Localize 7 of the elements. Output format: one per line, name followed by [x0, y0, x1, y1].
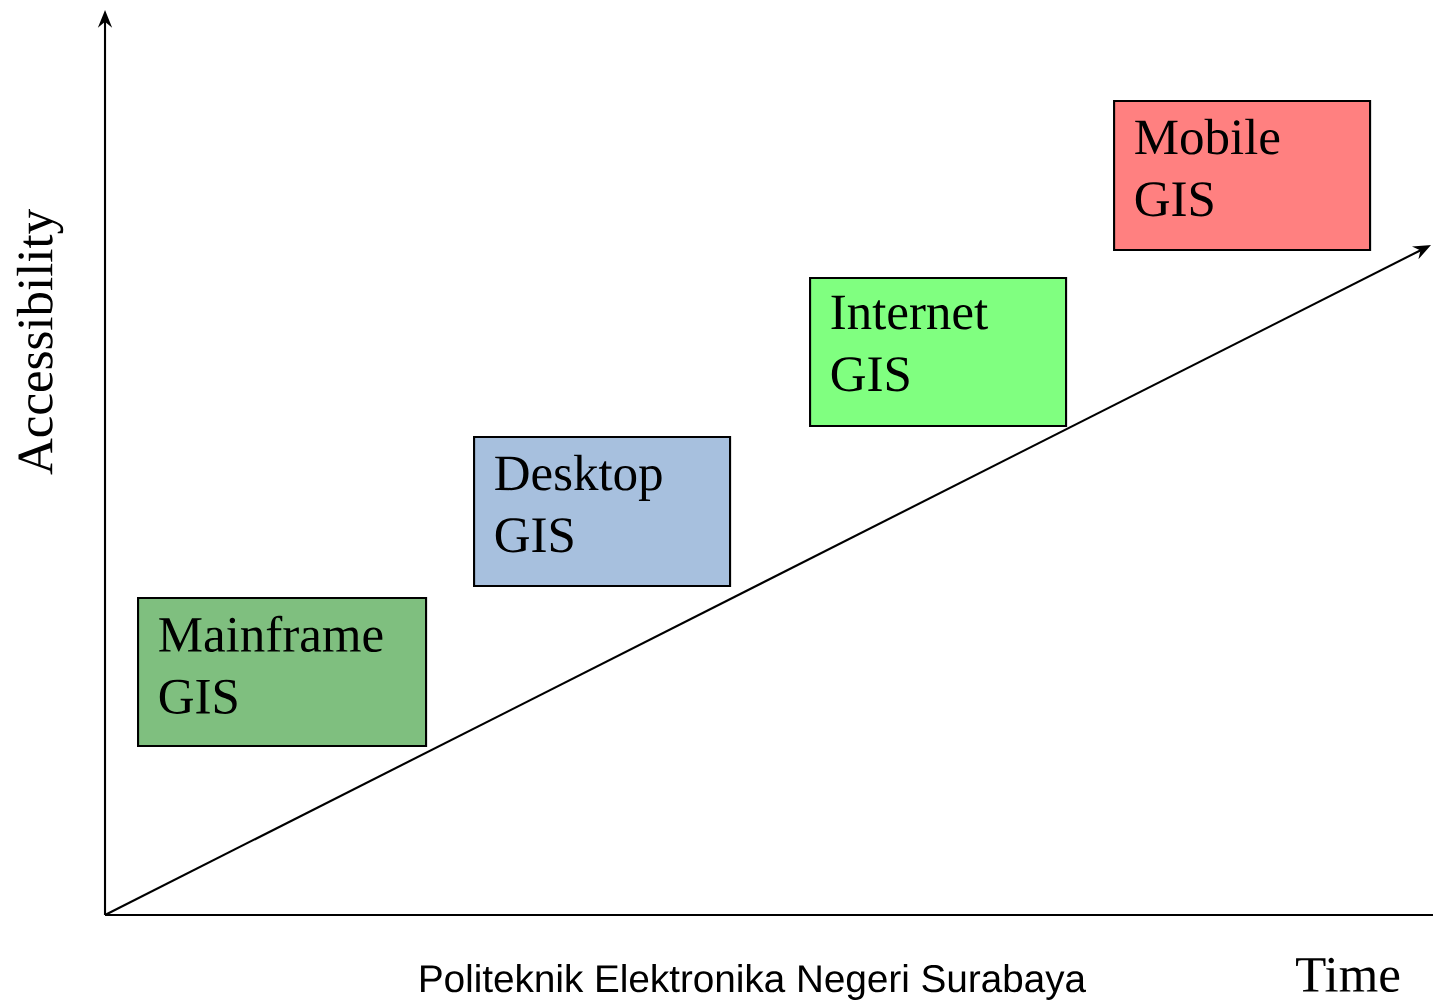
- stage-box: Internet GIS: [809, 276, 1068, 428]
- stage-box: Mobile GIS: [1113, 99, 1372, 252]
- axis-title: Time: [1296, 957, 1400, 993]
- stage-box: Desktop GIS: [473, 435, 732, 588]
- axis-title: Accessibility: [16, 209, 64, 475]
- footer-text: Politeknik Elektronika Negeri Surabaya: [421, 964, 1087, 1000]
- stage-box: Mainframe GIS: [137, 596, 428, 748]
